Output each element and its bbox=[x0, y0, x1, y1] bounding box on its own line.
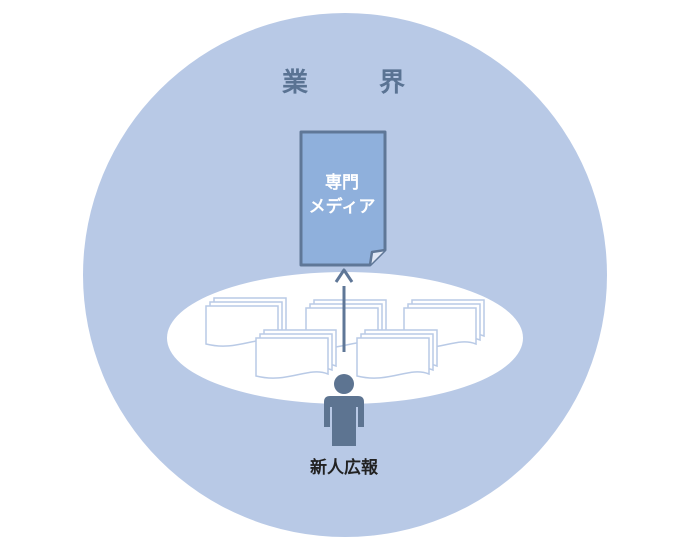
specialist-media-document: 専門 メディア bbox=[299, 130, 387, 267]
person-icon bbox=[324, 374, 364, 446]
media-label-line1: 専門 bbox=[325, 173, 359, 193]
industry-label-left: 業 bbox=[282, 68, 310, 98]
press-release-stack bbox=[255, 329, 337, 379]
press-release-stack bbox=[356, 329, 438, 379]
person-label: 新人広報 bbox=[310, 457, 379, 478]
arrow-up bbox=[334, 268, 354, 352]
document-folded-corner bbox=[368, 248, 386, 266]
media-label-line2: メディア bbox=[309, 196, 376, 217]
industry-label-right: 界 bbox=[379, 68, 407, 98]
